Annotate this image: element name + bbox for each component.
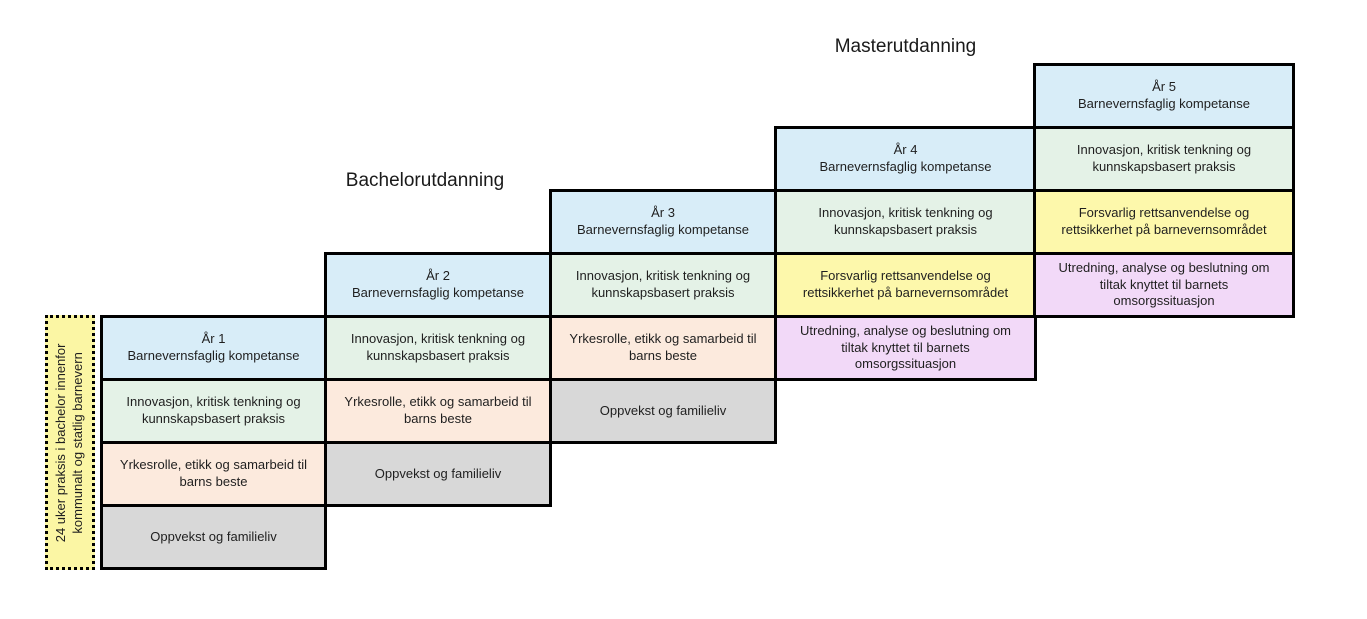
cell-year1-yrkesrolle: Yrkesrolle, etikk og samarbeid til barns… (100, 441, 327, 507)
column-year-3: År 3 Barnevernsfaglig kompetanse Innovas… (549, 189, 777, 444)
cell-year3-innovasjon: Innovasjon, kritisk tenkning og kunnskap… (549, 252, 777, 318)
column-year-5: År 5 Barnevernsfaglig kompetanse Innovas… (1033, 63, 1295, 318)
cell-year2-kompetanse: År 2 Barnevernsfaglig kompetanse (324, 252, 552, 318)
bachelor-utdanning-heading: Bachelorutdanning (345, 170, 505, 191)
cell-year3-kompetanse: År 3 Barnevernsfaglig kompetanse (549, 189, 777, 255)
cell-year4-forsvarlig: Forsvarlig rettsanvendelse og rettsikker… (774, 252, 1037, 318)
master-utdanning-heading: Masterutdanning (834, 36, 977, 57)
cell-year4-innovasjon: Innovasjon, kritisk tenkning og kunnskap… (774, 189, 1037, 255)
praksis-label: 24 uker praksis i bachelor innenfor komm… (53, 343, 85, 542)
cell-year3-yrkesrolle: Yrkesrolle, etikk og samarbeid til barns… (549, 315, 777, 381)
column-year-4: År 4 Barnevernsfaglig kompetanse Innovas… (774, 126, 1037, 381)
cell-year4-utredning: Utredning, analyse og beslutning om tilt… (774, 315, 1037, 381)
cell-year1-kompetanse: År 1 Barnevernsfaglig kompetanse (100, 315, 327, 381)
cell-year2-oppvekst: Oppvekst og familieliv (324, 441, 552, 507)
cell-year5-kompetanse: År 5 Barnevernsfaglig kompetanse (1033, 63, 1295, 129)
cell-year5-forsvarlig: Forsvarlig rettsanvendelse og rettsikker… (1033, 189, 1295, 255)
cell-year1-oppvekst: Oppvekst og familieliv (100, 504, 327, 570)
cell-year3-oppvekst: Oppvekst og familieliv (549, 378, 777, 444)
cell-year1-innovasjon: Innovasjon, kritisk tenkning og kunnskap… (100, 378, 327, 444)
column-year-1: År 1 Barnevernsfaglig kompetanse Innovas… (100, 315, 327, 570)
cell-year5-utredning: Utredning, analyse og beslutning om tilt… (1033, 252, 1295, 318)
cell-year2-innovasjon: Innovasjon, kritisk tenkning og kunnskap… (324, 315, 552, 381)
cell-year4-kompetanse: År 4 Barnevernsfaglig kompetanse (774, 126, 1037, 192)
cell-year5-innovasjon: Innovasjon, kritisk tenkning og kunnskap… (1033, 126, 1295, 192)
praksis-box: 24 uker praksis i bachelor innenfor komm… (45, 315, 95, 570)
column-year-2: År 2 Barnevernsfaglig kompetanse Innovas… (324, 252, 552, 507)
cell-year2-yrkesrolle: Yrkesrolle, etikk og samarbeid til barns… (324, 378, 552, 444)
